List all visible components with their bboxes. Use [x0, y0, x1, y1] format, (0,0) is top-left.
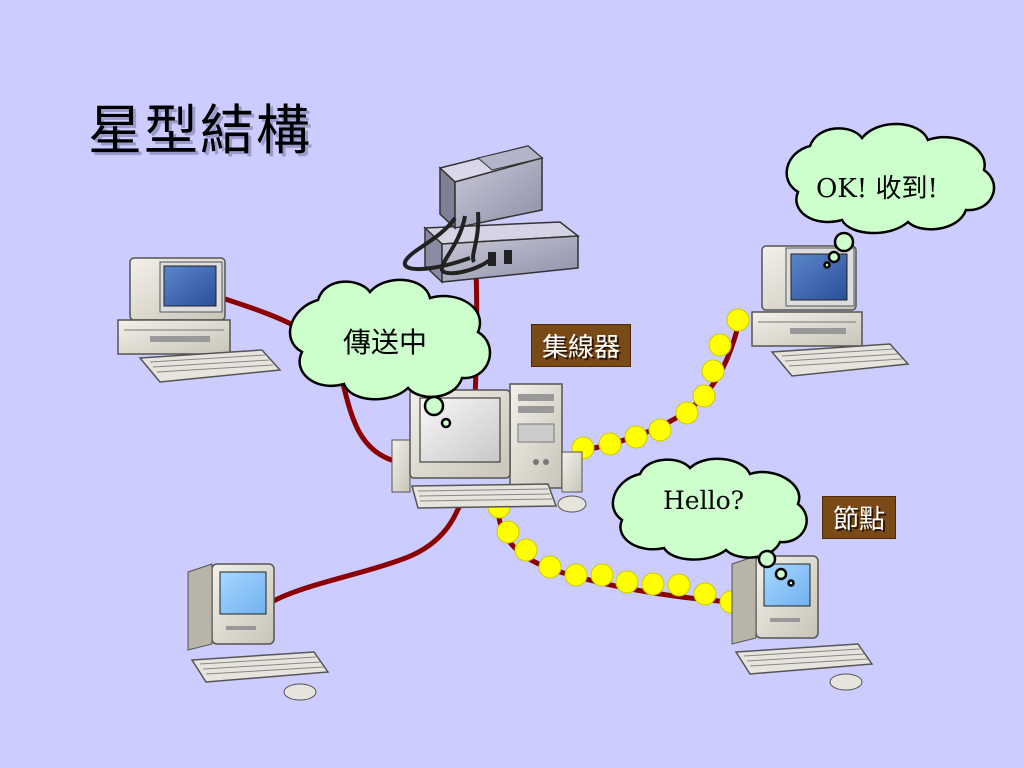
page-title: 星型結構 — [88, 99, 312, 162]
packet-dot-icon — [667, 573, 691, 597]
mac-computer-icon — [731, 555, 874, 691]
packet-dot-icon — [692, 384, 716, 408]
packet-dot-icon — [675, 401, 699, 425]
bubble-text-hello: Hello? — [663, 486, 745, 515]
bubble-text-ok: OK! 收到! — [816, 174, 938, 204]
bubble-text-sending: 傳送中 — [343, 326, 428, 359]
hub-computer-icon — [391, 383, 587, 513]
thought-bubble-icon — [785, 122, 996, 269]
thought-bubble-icon — [288, 278, 492, 429]
packet-dot-icon — [648, 418, 672, 442]
packet-dot-icon — [514, 538, 538, 562]
packet-dot-icon — [496, 520, 520, 544]
packet-dot-icon — [615, 570, 639, 594]
packet-dot-icon — [598, 432, 622, 456]
packet-dot-icon — [641, 572, 665, 596]
packet-dot-icon — [564, 563, 588, 587]
hub-label: 集線器 — [531, 324, 632, 367]
packet-dot-icon — [538, 555, 562, 579]
thought-bubble-icon — [611, 457, 808, 587]
mac-computer-icon — [187, 563, 330, 701]
cable-bottomleft-hub — [265, 502, 463, 607]
server-computer-icon — [402, 145, 581, 284]
packet-stream-lower — [487, 495, 743, 614]
packet-dot-icon — [708, 333, 732, 357]
packet-dot-icon — [701, 359, 725, 383]
node-label: 節點 — [822, 496, 897, 539]
packet-dot-icon — [726, 308, 750, 332]
packet-dot-icon — [590, 563, 614, 587]
packet-dot-icon — [624, 425, 648, 449]
packet-stream-upper — [571, 308, 750, 460]
packet-dot-icon — [693, 582, 717, 606]
desktop-computer-icon — [117, 257, 282, 383]
